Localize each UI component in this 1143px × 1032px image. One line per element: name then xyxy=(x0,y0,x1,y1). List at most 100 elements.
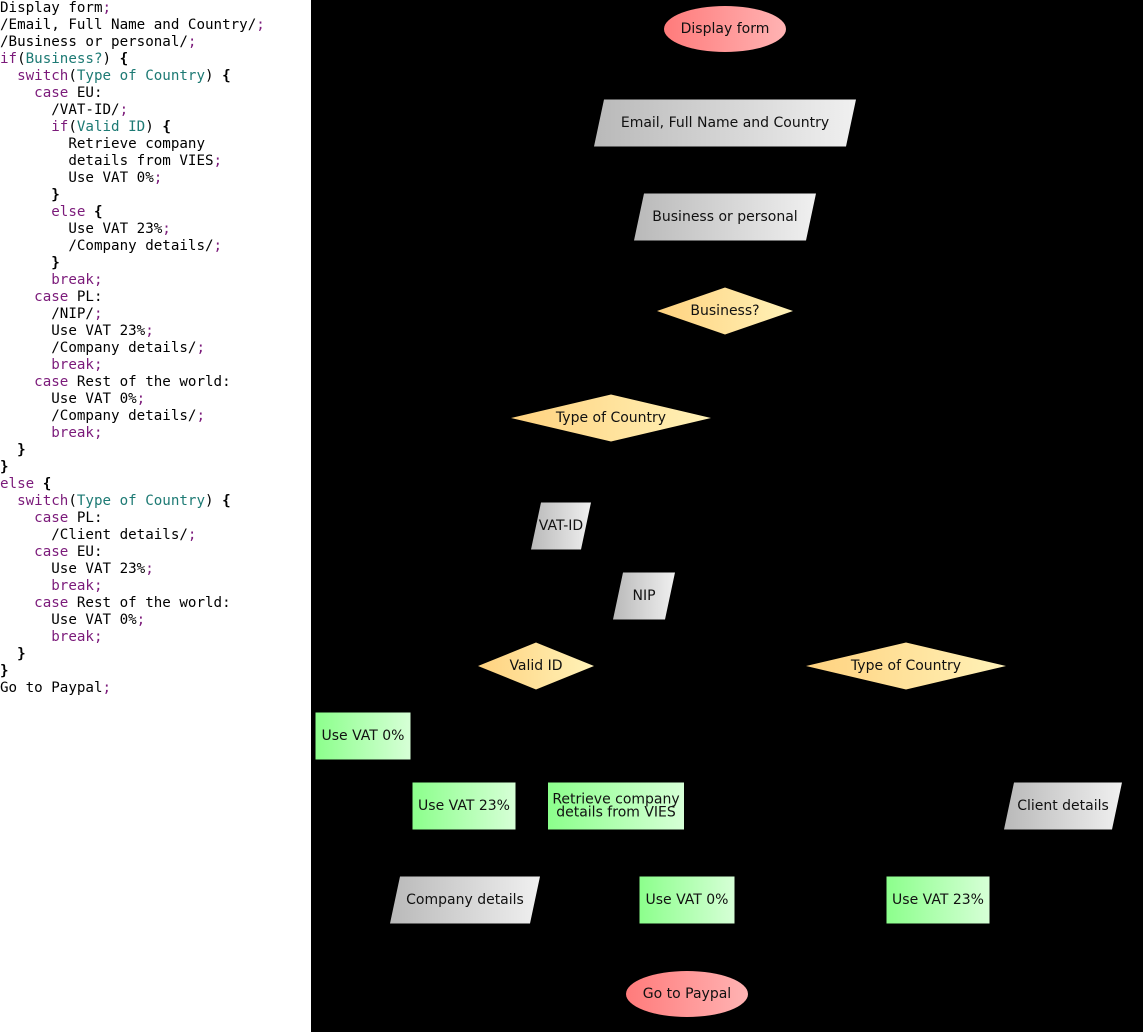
code-token: break xyxy=(0,578,94,594)
node-label: Valid ID xyxy=(509,658,562,674)
code-token: { xyxy=(119,51,129,67)
terminal-shape xyxy=(626,971,748,1017)
node-client-details: Client details xyxy=(1004,782,1122,830)
code-token: /Company details/ xyxy=(0,408,197,424)
node-label: Use VAT 0% xyxy=(322,728,405,744)
code-token: break xyxy=(0,272,94,288)
code-line: /Company details/; xyxy=(0,238,222,254)
code-token: PL: xyxy=(68,510,103,526)
code-token: ( xyxy=(68,493,77,509)
code-token: Type of Country xyxy=(76,68,206,84)
io-shape xyxy=(1004,782,1122,830)
code-token xyxy=(85,204,94,220)
code-token: { xyxy=(162,119,171,135)
node-type-of-country-personal: Type of Country xyxy=(806,642,1006,690)
code-token: Retrieve company xyxy=(0,136,205,152)
node-display-form: Display form xyxy=(664,6,786,52)
node-label: Business? xyxy=(690,303,759,319)
code-token: ; xyxy=(136,612,146,628)
decision-shape xyxy=(511,394,711,442)
code-token: else xyxy=(0,476,35,492)
node-use-vat-0-b: Use VAT 0% xyxy=(639,876,735,924)
code-token: } xyxy=(0,255,60,271)
code-line: /NIP/; xyxy=(0,306,102,322)
code-token: Display form xyxy=(0,0,103,16)
node-label: Company details xyxy=(406,892,524,908)
node-label: Retrieve company xyxy=(552,792,679,808)
code-line: } xyxy=(0,459,9,475)
code-token: /Business or personal/ xyxy=(0,34,188,50)
node-email-fullname-country: Email, Full Name and Country xyxy=(594,99,856,147)
io-shape xyxy=(531,502,591,550)
code-line: Display form; xyxy=(0,0,111,16)
code-token: Use VAT 23% xyxy=(0,323,146,339)
code-token: { xyxy=(222,68,231,84)
code-token: ; xyxy=(162,221,171,237)
node-label: Business or personal xyxy=(652,209,797,225)
code-token: ; xyxy=(102,680,112,696)
node-label: Use VAT 0% xyxy=(646,892,729,908)
code-token: { xyxy=(222,493,231,509)
code-token: Business? xyxy=(25,51,103,67)
code-token: ; xyxy=(119,102,129,118)
node-label: Type of Country xyxy=(850,658,961,674)
io-shape xyxy=(390,876,540,924)
process-shape xyxy=(886,876,990,924)
code-line: /Company details/; xyxy=(0,408,205,424)
node-label: Email, Full Name and Country xyxy=(621,115,829,131)
code-line: /Email, Full Name and Country/; xyxy=(0,17,265,33)
code-token: Use VAT 23% xyxy=(0,561,146,577)
code-token: /Client details/ xyxy=(0,527,188,543)
code-line: } xyxy=(0,187,60,203)
code-token: ; xyxy=(196,408,206,424)
code-token: if xyxy=(0,51,18,67)
code-token: } xyxy=(0,646,26,662)
code-line: case EU: xyxy=(0,85,102,101)
code-token: ; xyxy=(136,391,146,407)
io-shape xyxy=(634,193,816,241)
code-token: ) xyxy=(205,493,223,509)
code-token: ; xyxy=(102,0,112,16)
code-token: } xyxy=(0,442,26,458)
code-token: case xyxy=(0,510,69,526)
code-token: ; xyxy=(256,17,265,33)
code-token: } xyxy=(0,459,9,475)
code-line: /Business or personal/; xyxy=(0,34,196,50)
code-line: switch(Type of Country) { xyxy=(0,493,231,509)
node-label: Use VAT 23% xyxy=(418,798,510,814)
code-token: ; xyxy=(153,170,163,186)
code-line: Use VAT 23%; xyxy=(0,561,154,577)
code-token: case xyxy=(0,289,69,305)
code-line: case PL: xyxy=(0,510,103,526)
code-line: if(Valid ID) { xyxy=(0,119,171,135)
code-token: case xyxy=(0,544,69,560)
code-line: else { xyxy=(0,476,51,492)
code-token: ; xyxy=(145,323,154,339)
io-shape xyxy=(594,99,856,147)
node-vat-id: VAT-ID xyxy=(531,502,591,550)
code-token: Use VAT 0% xyxy=(0,170,154,186)
code-token: Go to Paypal xyxy=(0,680,103,696)
code-token: Rest of the world: xyxy=(68,374,231,390)
code-token: if xyxy=(0,119,69,135)
node-use-vat-23-a: Use VAT 23% xyxy=(412,782,516,830)
code-token: /Email, Full Name and Country/ xyxy=(0,17,257,33)
code-token: ; xyxy=(213,238,223,254)
decision-shape xyxy=(806,642,1006,690)
code-token: /NIP/ xyxy=(0,306,94,322)
code-line: Use VAT 23%; xyxy=(0,323,154,339)
code-token: ; xyxy=(187,527,197,543)
io-shape xyxy=(613,572,675,620)
code-line: /Company details/; xyxy=(0,340,205,356)
code-panel: Display form; /Email, Full Name and Coun… xyxy=(0,0,311,1032)
code-token: ; xyxy=(93,272,103,288)
code-token: ; xyxy=(93,578,103,594)
code-token: else xyxy=(0,204,86,220)
code-line: case Rest of the world: xyxy=(0,374,231,390)
node-company-details: Company details xyxy=(390,876,540,924)
code-line: /VAT-ID/; xyxy=(0,102,128,118)
code-token: EU: xyxy=(68,544,103,560)
code-token: Valid ID xyxy=(76,119,146,135)
node-valid-id: Valid ID xyxy=(478,642,594,690)
